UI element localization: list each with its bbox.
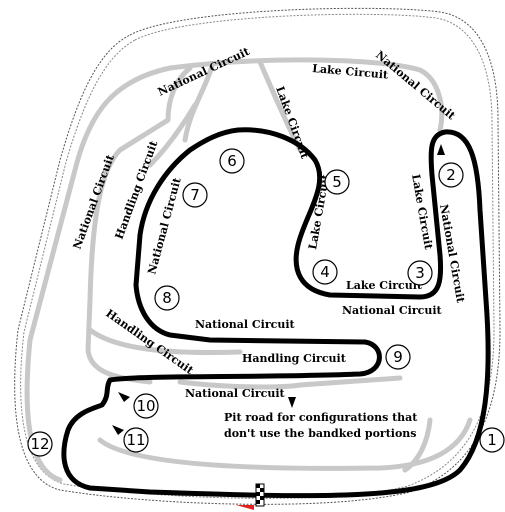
turn-3: 3 [407, 260, 433, 286]
pit-road-arrow [288, 397, 296, 408]
svg-text:10: 10 [136, 397, 155, 415]
label-lake-inner-vertical: Lake Circuit [273, 85, 312, 162]
svg-text:4: 4 [320, 263, 330, 281]
turn-9: 9 [385, 344, 411, 370]
turn-5: 5 [324, 169, 350, 195]
turn-2: 2 [438, 162, 464, 188]
turn-4: 4 [312, 259, 338, 285]
label-national-middle: National Circuit [195, 318, 296, 331]
turn-11: 11 [123, 427, 149, 453]
label-handling-middle: Handling Circuit [242, 352, 347, 365]
label-national-bottom-right: National Circuit [342, 304, 443, 317]
inner-boundary-dashed [20, 13, 495, 499]
label-lake-bottom: Lake Circuit [346, 279, 423, 292]
svg-text:3: 3 [415, 264, 425, 282]
label-national-top-right: National Circuit [373, 48, 458, 123]
svg-text:6: 6 [227, 152, 237, 170]
svg-text:2: 2 [446, 166, 456, 184]
turn-7: 7 [182, 182, 208, 208]
svg-text:8: 8 [162, 289, 172, 307]
direction-arrow-turn-10 [118, 392, 130, 402]
svg-text:9: 9 [393, 348, 403, 366]
svg-text:12: 12 [30, 435, 49, 453]
label-national-lower: National Circuit [185, 387, 286, 400]
start-finish-flag [236, 483, 265, 510]
label-national-inner-left: National Circuit [145, 175, 184, 275]
label-pit-note-line1: Pit road for configurations that [224, 411, 418, 424]
active-track [61, 127, 491, 499]
label-pit-note-line2: don't use the bandked portions [224, 427, 417, 440]
turn-12: 12 [27, 431, 53, 457]
turn-8: 8 [154, 285, 180, 311]
turn-10: 10 [133, 393, 159, 419]
outer-boundary-dashed [14, 7, 501, 505]
svg-text:5: 5 [332, 173, 342, 191]
turn-1: 1 [479, 427, 505, 453]
inactive-roads [24, 57, 473, 483]
direction-arrow-turn-2 [437, 144, 445, 155]
svg-text:11: 11 [126, 431, 145, 449]
svg-text:1: 1 [487, 431, 497, 449]
direction-arrow-turn-11 [112, 425, 124, 435]
turn-6: 6 [219, 148, 245, 174]
svg-text:7: 7 [190, 186, 200, 204]
